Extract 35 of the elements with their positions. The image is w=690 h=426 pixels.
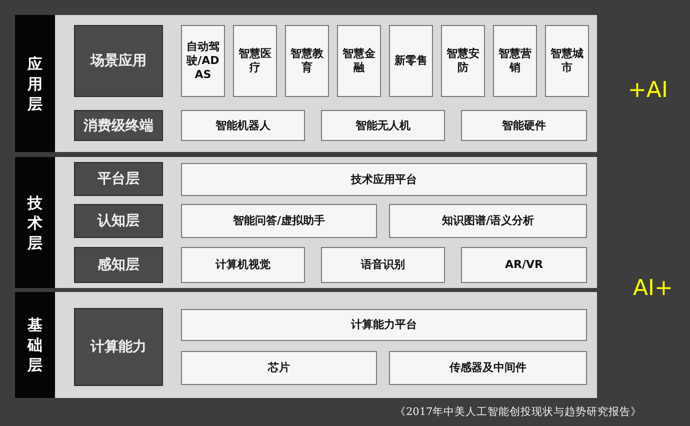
- item-box: 传感器及中间件: [389, 351, 587, 385]
- item-box: 计算机视觉: [181, 247, 305, 283]
- item-box: 新零售: [389, 25, 433, 97]
- item-box: 计算能力平台: [181, 309, 587, 341]
- item-box: 芯片: [181, 351, 377, 385]
- item-box: 智能问答/虚拟助手: [181, 204, 377, 238]
- item-box: 智慧安防: [441, 25, 485, 97]
- side-label: +AI: [628, 78, 668, 103]
- item-box: 智慧金融: [337, 25, 381, 97]
- category-box: 感知层: [74, 247, 163, 283]
- side-label: AI+: [633, 276, 673, 301]
- item-box: 智慧营销: [493, 25, 537, 97]
- item-box: 自动驾驶/ADAS: [181, 25, 225, 97]
- category-box: 消费级终端: [74, 110, 163, 141]
- category-box: 场景应用: [74, 25, 163, 97]
- layer-heading: 技术层: [27, 193, 43, 253]
- layer-heading: 应用层: [27, 54, 43, 114]
- category-box: 认知层: [74, 204, 163, 238]
- item-box: 语音识别: [321, 247, 445, 283]
- item-box: 智慧教育: [285, 25, 329, 97]
- item-box: 智慧城市: [545, 25, 589, 97]
- layer-band: [15, 157, 597, 288]
- category-box: 平台层: [74, 162, 163, 196]
- layer-band: [15, 292, 597, 398]
- category-box: 计算能力: [74, 308, 163, 386]
- layer-heading: 基础层: [27, 315, 43, 375]
- item-box: AR/VR: [461, 247, 587, 283]
- layer-band: [15, 15, 597, 152]
- item-box: 智能机器人: [181, 110, 305, 141]
- item-box: 智能无人机: [321, 110, 445, 141]
- item-box: 知识图谱/语义分析: [389, 204, 587, 238]
- item-box: 智能硬件: [461, 110, 587, 141]
- source-caption: 《2017年中美人工智能创投现状与趋势研究报告》: [395, 405, 642, 419]
- item-box: 智慧医疗: [233, 25, 277, 97]
- item-box: 技术应用平台: [181, 163, 587, 196]
